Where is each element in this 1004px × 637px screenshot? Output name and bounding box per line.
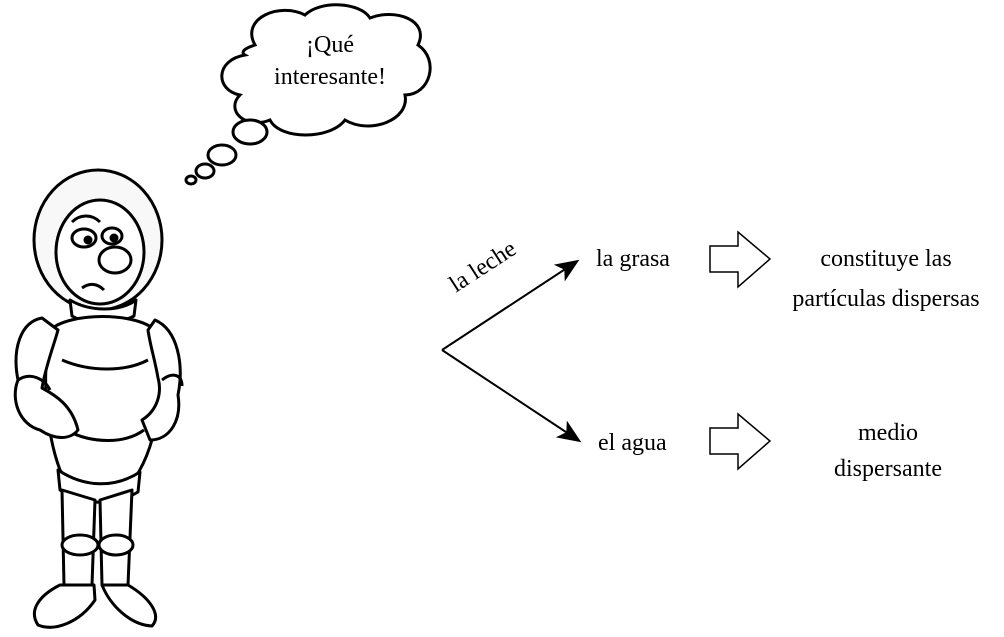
- result-grasa-line-2: partículas dispersas: [792, 286, 980, 312]
- arrow-to-grasa: [441, 259, 580, 351]
- component-agua: el agua: [598, 430, 667, 456]
- result-agua-line-1: medio: [858, 420, 918, 446]
- component-grasa: la grasa: [596, 246, 670, 272]
- thought-cloud-icon: [184, 3, 432, 186]
- thought-line-1: ¡Qué: [306, 32, 354, 58]
- thought-line-2: interesante!: [274, 64, 386, 90]
- arrow-to-agua: [441, 349, 582, 443]
- block-arrow-icon-top: [709, 230, 772, 289]
- result-grasa-line-1: constituye las: [820, 246, 952, 272]
- result-agua-line-2: dispersante: [834, 456, 942, 482]
- block-arrow-icon-bottom: [709, 412, 772, 471]
- astronaut-cartoon-icon: [13, 168, 184, 629]
